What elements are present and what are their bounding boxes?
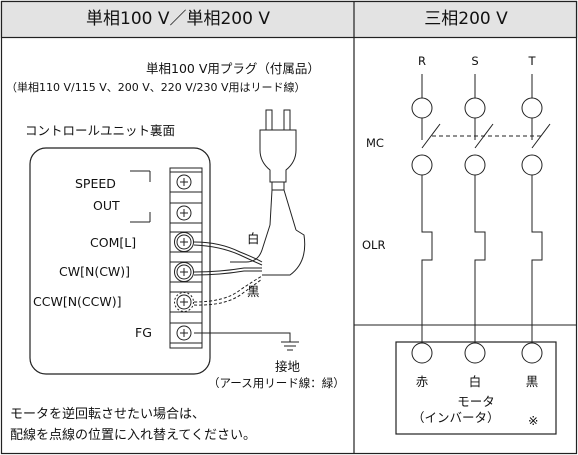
olr-label: OLR xyxy=(362,238,386,252)
wire-label-white: 白 xyxy=(247,231,260,246)
terminal-label-cw: CW[N(CW)] xyxy=(59,264,131,279)
ground-label: 接地 xyxy=(275,359,301,374)
header-band xyxy=(0,0,578,39)
terminal-label-ccw: CCW[N(CCW)] xyxy=(33,294,122,309)
terminal-fg xyxy=(169,322,203,344)
dashed-wire xyxy=(193,275,263,303)
ground-note: （アース用リード線：緑） xyxy=(208,376,345,390)
phase-label-t: T xyxy=(528,54,536,68)
main-cable xyxy=(230,224,306,276)
terminal-label-com: COM[L] xyxy=(90,235,137,250)
terminal-cw xyxy=(169,261,203,283)
header-three-phase: 三相200 V xyxy=(424,9,508,29)
plug xyxy=(259,109,297,231)
phase-label-s: S xyxy=(471,54,479,68)
motor-label: モータ xyxy=(457,394,495,409)
black-wire xyxy=(193,267,262,273)
motor-wire-white: 白 xyxy=(468,374,482,389)
three-phase-circuit xyxy=(411,74,551,364)
ground-wire xyxy=(194,332,291,342)
plug-subtitle: （単相110 V/115 V、200 V、220 V/230 V用はリード線） xyxy=(6,81,306,94)
motor-wire-black: 黒 xyxy=(525,374,539,389)
motor-box xyxy=(395,341,557,435)
control-unit-box xyxy=(29,147,211,375)
terminal-speed xyxy=(169,171,203,193)
wire-label-black: 黒 xyxy=(247,284,260,299)
terminal-label-fg: FG xyxy=(135,325,152,340)
terminal-label-out: OUT xyxy=(93,198,120,213)
motor-wire-red: 赤 xyxy=(415,374,429,389)
ground-symbol xyxy=(281,341,299,351)
phase-label-r: R xyxy=(418,54,426,68)
header-single-phase: 単相100 V／単相200 V xyxy=(86,9,270,29)
terminal-block xyxy=(169,167,203,349)
terminal-label-speed: SPEED xyxy=(75,176,116,191)
control-unit-title: コントロールユニット裏面 xyxy=(25,123,176,138)
white-wire xyxy=(193,241,263,263)
note-mark: ※ xyxy=(528,413,539,428)
terminal-ccw xyxy=(169,291,203,313)
reverse-note-line2: 配線を点線の位置に入れ替えてください。 xyxy=(10,428,256,443)
reverse-note-line1: モータを逆回転させたい場合は、 xyxy=(10,407,206,422)
plug-title: 単相100 V用プラグ（付属品） xyxy=(146,61,320,76)
speed-out-bracket xyxy=(130,170,151,223)
inverter-label: （インバータ） xyxy=(412,410,500,425)
mc-label: MC xyxy=(366,136,384,150)
terminal-out xyxy=(169,202,203,224)
